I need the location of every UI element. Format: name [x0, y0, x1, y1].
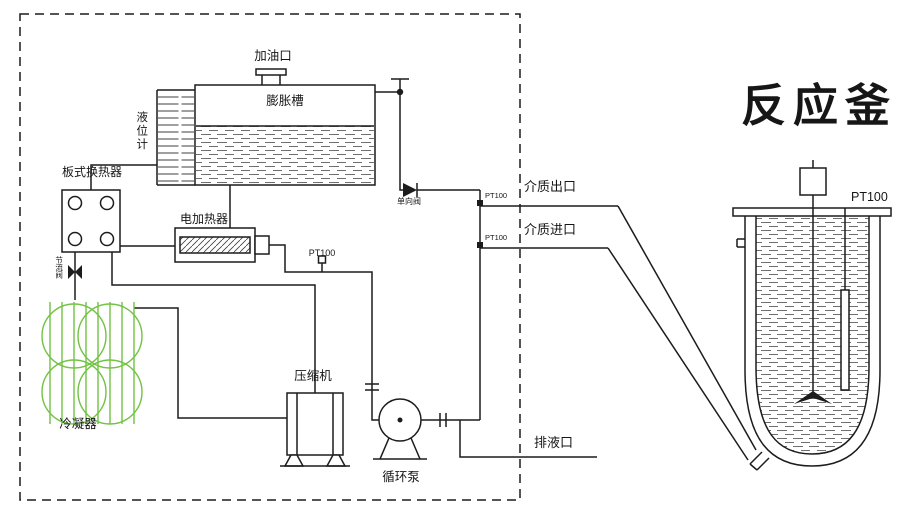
label-pt100-heater-line: PT100	[308, 248, 336, 258]
label-compressor: 压缩机	[294, 369, 332, 383]
throttle-valve	[68, 265, 82, 279]
reactor-left-nozzle	[736, 238, 745, 248]
label-pt100-outlet: PT100	[485, 191, 508, 200]
check-valve	[403, 183, 418, 197]
label-medium-inlet: 介质进口	[524, 222, 577, 237]
reactor-bottom-spout	[749, 451, 770, 471]
pt100-line-sensor	[317, 255, 327, 272]
label-pt100-inlet: PT100	[485, 233, 508, 242]
label-electric-heater: 电加热器	[179, 212, 228, 226]
label-throttle-valve: 节流阀	[54, 256, 64, 279]
reactor-vessel	[732, 160, 892, 471]
pipes	[74, 91, 757, 461]
label-expansion-tank: 膨胀槽	[266, 94, 304, 108]
system-enclosure-dashed-border	[19, 13, 521, 501]
reactor-flange	[732, 207, 892, 217]
plate-heat-exchanger	[61, 189, 121, 253]
fill-valve	[391, 78, 409, 96]
label-drain-port: 排液口	[534, 435, 574, 450]
label-medium-outlet: 介质出口	[524, 179, 577, 194]
pt100-tap-sensors	[477, 200, 483, 248]
label-condenser: 冷凝器	[59, 417, 97, 431]
label-plate-heat-exchanger: 板式换热器	[61, 165, 122, 179]
circulation-pump	[373, 398, 427, 460]
label-level-gauge: 液位计	[135, 111, 148, 152]
label-circulation-pump: 循环泵	[382, 470, 420, 484]
level-gauge	[156, 89, 195, 186]
label-fill-port: 加油口	[254, 49, 292, 63]
stirrer-motor	[799, 160, 827, 196]
condenser-coil	[41, 302, 143, 425]
expansion-tank	[194, 68, 376, 186]
label-check-valve: 单向阀	[397, 197, 421, 206]
stirrer-blades	[794, 391, 832, 404]
pt100-probe	[840, 208, 850, 391]
label-pt100-reactor: PT100	[851, 190, 888, 204]
electric-heater	[174, 227, 270, 263]
fill-port-cap	[255, 68, 287, 76]
compressor	[280, 392, 350, 467]
reactor-outer-wall	[744, 216, 881, 467]
reactor-title: 反应釜	[741, 80, 898, 131]
